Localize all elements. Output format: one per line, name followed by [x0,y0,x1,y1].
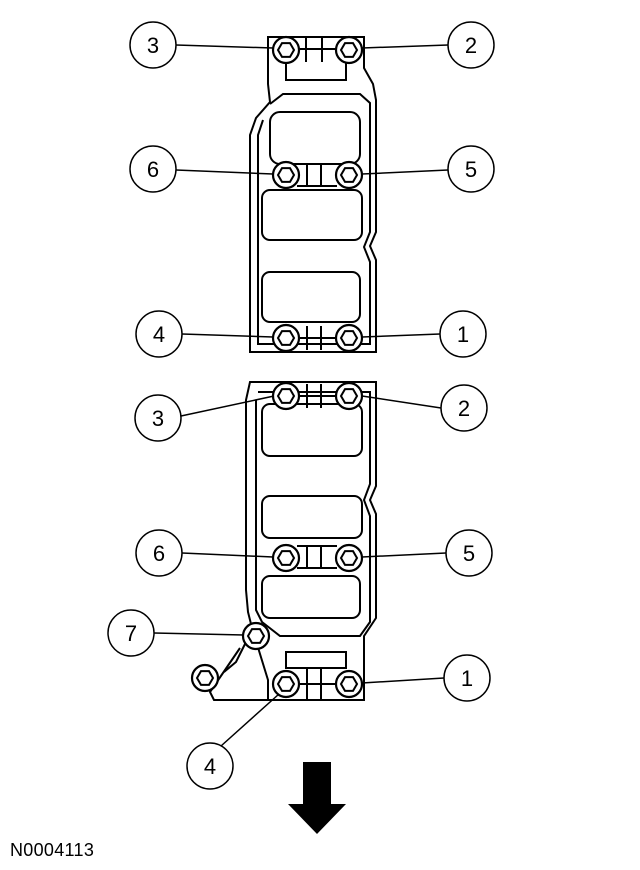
lower-bolt-5 [334,543,364,573]
svg-text:6: 6 [147,157,159,182]
figure-reference-code: N0004113 [10,840,95,860]
lower-callout-5: 5 [445,529,493,577]
upper-callout-4: 4 [135,310,183,358]
upper-callout-1: 1 [439,310,487,358]
svg-text:1: 1 [457,322,469,347]
upper-callout-2: 2 [447,21,495,69]
lower-bolt-6 [271,543,301,573]
lower-callout-4: 4 [186,742,234,790]
lower-bolt-2 [334,381,364,411]
lower-bolt-4 [271,669,301,699]
lower-bolt-1 [334,669,364,699]
lower-callout-6: 6 [135,529,183,577]
lower-bolt-7 [241,621,271,651]
svg-text:5: 5 [463,541,475,566]
upper-bolt-1 [334,323,364,353]
svg-text:4: 4 [153,322,165,347]
upper-bracket [249,36,377,353]
lower-callout-1: 1 [443,654,491,702]
lower-callout-3: 3 [134,394,182,442]
upper-bolt-5 [334,160,364,190]
upper-bolt-6 [271,160,301,190]
upper-callout-6: 6 [129,145,177,193]
lower-callout-7: 7 [107,609,155,657]
svg-text:3: 3 [147,33,159,58]
lower-bolt-3 [271,381,301,411]
lower-bolt-extra [190,663,220,693]
upper-bolt-4 [271,323,301,353]
lower-leader-lines [153,395,447,747]
lower-callout-2: 2 [440,384,488,432]
svg-text:2: 2 [465,33,477,58]
svg-text:6: 6 [153,541,165,566]
upper-leader-lines [175,44,449,338]
upper-bolt-2 [334,35,364,65]
svg-text:3: 3 [152,406,164,431]
svg-text:4: 4 [204,754,216,779]
upper-callout-5: 5 [447,145,495,193]
upper-callout-3: 3 [129,21,177,69]
upper-bolt-3 [271,35,301,65]
svg-text:7: 7 [125,621,137,646]
lower-bracket [208,381,377,701]
svg-text:5: 5 [465,157,477,182]
down-arrow-icon [288,762,346,834]
svg-text:1: 1 [461,666,473,691]
svg-text:2: 2 [458,396,470,421]
